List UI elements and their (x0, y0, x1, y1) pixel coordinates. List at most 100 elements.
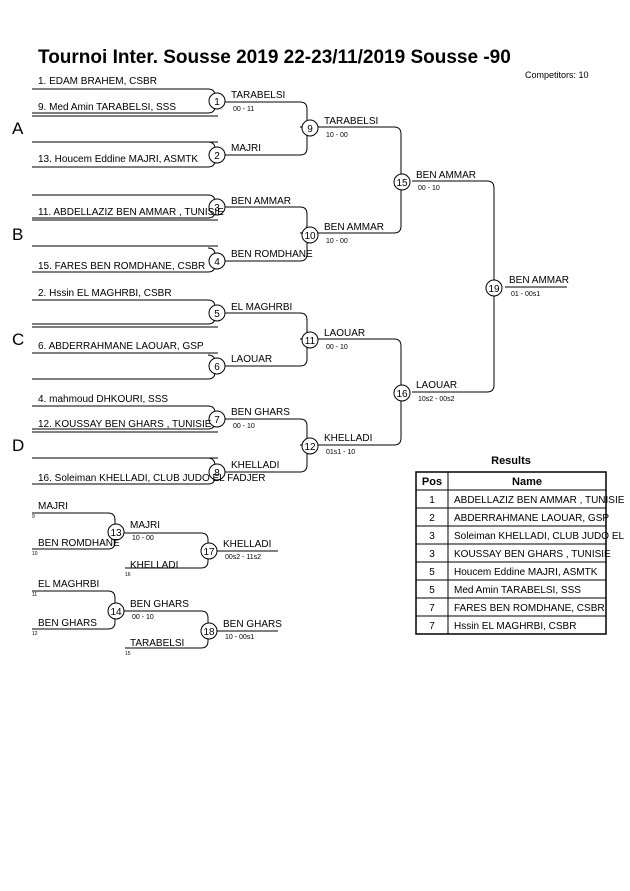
match-number: 3 (214, 203, 220, 214)
final-winner: BEN AMMAR (509, 275, 569, 286)
match-score: 10 - 00 (132, 535, 154, 542)
results-table-border (415, 471, 607, 635)
results-row-name: ABDERRAHMANE LAOUAR, GSP (454, 513, 609, 524)
repechage-lines-1 (32, 512, 278, 569)
match-winner: BEN GHARS (130, 599, 189, 610)
repechage-ref: 16 (125, 572, 131, 578)
results-row-name: Houcem Eddine MAJRI, ASMTK (454, 567, 598, 578)
entrant-label: 1. EDAM BRAHEM, CSBR (38, 76, 157, 87)
match-winner: MAJRI (130, 520, 160, 531)
match-score: 01s1 - 10 (326, 449, 355, 456)
pool-label-b: B (12, 225, 23, 244)
results-row-name: KOUSSAY BEN GHARS , TUNISIE (454, 549, 611, 560)
match-number: 8 (214, 468, 220, 479)
match-circle-3[interactable] (208, 198, 226, 216)
repechage-entrant: TARABELSI (130, 638, 184, 649)
page-title: Tournoi Inter. Sousse 2019 22-23/11/2019… (38, 47, 511, 68)
match-number: 12 (304, 442, 316, 453)
entrant-label: 16. Soleiman KHELLADI, CLUB JUDO EL FADJ… (38, 473, 266, 484)
match-circle-9[interactable] (301, 119, 319, 137)
results-row-pos: 5 (429, 585, 435, 596)
repechage-entrant: BEN ROMDHANE (38, 538, 120, 549)
bronze-winner: KHELLADI (223, 539, 271, 550)
results-row-pos: 3 (429, 549, 435, 560)
match-number: 2 (214, 151, 220, 162)
results-row-pos: 2 (429, 513, 435, 524)
match-score: 00 - 10 (132, 614, 154, 621)
entrant-label: 4. mahmoud DHKOURI, SSS (38, 394, 168, 405)
results-row-name: ABDELLAZIZ BEN AMMAR , TUNISIE (454, 495, 625, 506)
results-row-pos: 7 (429, 621, 435, 632)
bronze-score: 10 - 00s1 (225, 634, 254, 641)
match-circle-16[interactable] (393, 384, 411, 402)
bronze-winner: BEN GHARS (223, 619, 282, 630)
match-winner: MAJRI (231, 143, 261, 154)
results-row-name: Soleiman KHELLADI, CLUB JUDO EL (454, 531, 625, 542)
entrant-label: 11. ABDELLAZIZ BEN AMMAR , TUNISIE (38, 207, 224, 218)
match-number: 10 (304, 231, 316, 242)
results-table-grid (416, 472, 606, 634)
bracket-lines-r2-out (318, 126, 402, 446)
match-winner: BEN AMMAR (324, 222, 384, 233)
match-number: 11 (305, 336, 316, 347)
match-winner: KHELLADI (324, 433, 372, 444)
repechage-entrant: EL MAGHRBI (38, 579, 99, 590)
match-circle-15[interactable] (393, 173, 411, 191)
match-circle-6[interactable] (208, 357, 226, 375)
results-row-pos: 5 (429, 567, 435, 578)
match-score: 10s2 - 00s2 (418, 396, 455, 403)
match-number: 18 (203, 627, 215, 638)
match-circle-2[interactable] (208, 146, 226, 164)
match-winner: KHELLADI (231, 460, 279, 471)
match-circle-18[interactable] (200, 622, 218, 640)
match-score: 00 - 10 (233, 423, 255, 430)
match-score: 00 - 10 (326, 344, 348, 351)
repechage-entrant: KHELLADI (130, 560, 178, 571)
match-score: 10 - 00 (326, 132, 348, 139)
match-circle-13[interactable] (107, 523, 125, 541)
match-number: 14 (110, 607, 122, 618)
match-number: 19 (488, 284, 500, 295)
match-score: 00 - 10 (418, 185, 440, 192)
match-winner: EL MAGHRBI (231, 302, 292, 313)
repechage-ref: 12 (32, 631, 38, 637)
results-row-pos: 1 (429, 495, 435, 506)
repechage-lines-2 (32, 590, 278, 649)
competitors-count: Competitors: 10 (525, 70, 589, 80)
match-circle-7[interactable] (208, 410, 226, 428)
repechage-ref: 10 (32, 551, 38, 557)
pool-label-d: D (12, 436, 24, 455)
results-row-pos: 3 (429, 531, 435, 542)
match-circle-12[interactable] (301, 437, 319, 455)
match-score: 00 - 11 (233, 106, 254, 113)
results-row-name: Med Amin TARABELSI, SSS (454, 585, 581, 596)
match-circle-19[interactable] (485, 279, 503, 297)
bracket-lines-r1-out (225, 101, 308, 473)
entrant-label: 2. Hssin EL MAGHRBI, CSBR (38, 288, 172, 299)
results-row-name: FARES BEN ROMDHANE, CSBR (454, 603, 605, 614)
match-circle-1[interactable] (208, 92, 226, 110)
final-score: 01 - 00s1 (511, 291, 540, 298)
match-winner: TARABELSI (231, 90, 285, 101)
results-row-pos: 7 (429, 603, 435, 614)
repechage-entrant: MAJRI (38, 501, 68, 512)
match-score: 10 - 00 (326, 238, 348, 245)
match-circle-10[interactable] (301, 226, 319, 244)
match-circle-8[interactable] (208, 463, 226, 481)
match-winner: LAOUAR (416, 380, 457, 391)
repechage-ref: 9 (32, 514, 35, 520)
entrant-label: 13. Houcem Eddine MAJRI, ASMTK (38, 154, 198, 165)
entrant-label: 9. Med Amin TARABELSI, SSS (38, 102, 176, 113)
results-row-name: Hssin EL MAGHRBI, CSBR (454, 621, 576, 632)
match-winner: BEN GHARS (231, 407, 290, 418)
results-header-name: Name (512, 476, 542, 488)
match-circle-11[interactable] (301, 331, 319, 349)
match-circle-5[interactable] (208, 304, 226, 322)
match-circle-14[interactable] (107, 602, 125, 620)
match-circle-17[interactable] (200, 542, 218, 560)
match-number: 9 (307, 124, 313, 135)
match-number: 1 (214, 97, 220, 108)
match-number: 5 (214, 309, 220, 320)
match-circle-4[interactable] (208, 252, 226, 270)
match-number: 15 (396, 178, 408, 189)
